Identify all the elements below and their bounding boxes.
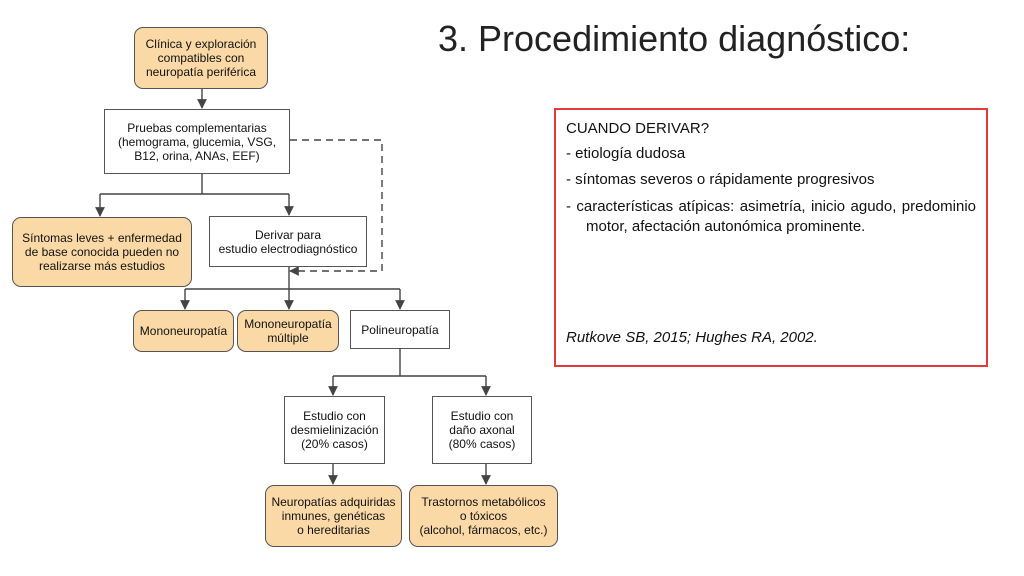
node-mononeuropatia-label: Mononeuropatía: [139, 324, 228, 338]
info-item-sintomas-severos: - síntomas severos o rápidamente progres…: [566, 171, 875, 188]
node-axonal-label: Estudio con daño axonal (80% casos): [448, 409, 516, 451]
node-adquiridas: Neuropatías adquiridas inmunes, genética…: [265, 485, 402, 547]
info-item-caracteristicas: - características atípicas: asimetría, i…: [566, 198, 976, 235]
node-pruebas: Pruebas complementarias (hemograma, gluc…: [104, 109, 290, 174]
node-polineuropatia-label: Polineuropatía: [361, 322, 439, 337]
node-trastornos: Trastornos metabólicos o tóxicos (alcoho…: [409, 485, 558, 547]
info-box-citation: Rutkove SB, 2015; Hughes RA, 2002.: [566, 329, 818, 346]
node-derivar: Derivar para estudio electrodiagnóstico: [209, 216, 367, 267]
node-sintomas-leves-label: Síntomas leves + enfermedad de base cono…: [22, 231, 182, 273]
info-box-cuando-derivar: CUANDO DERIVAR? - etiología dudosa - sín…: [554, 108, 988, 367]
node-adquiridas-label: Neuropatías adquiridas inmunes, genética…: [271, 495, 396, 537]
node-sintomas-leves: Síntomas leves + enfermedad de base cono…: [12, 217, 192, 287]
node-clinica-label: Clínica y exploración compatibles con ne…: [145, 37, 257, 79]
info-item-etiologia: - etiología dudosa: [566, 145, 686, 162]
node-clinica: Clínica y exploración compatibles con ne…: [134, 27, 268, 89]
node-polineuropatia: Polineuropatía: [350, 310, 450, 349]
dashed-connector: [289, 139, 383, 276]
node-mononeuropatia-multiple: Mononeuropatía múltiple: [237, 310, 339, 352]
node-derivar-label: Derivar para estudio electrodiagnóstico: [218, 227, 358, 256]
info-box-heading: CUANDO DERIVAR?: [566, 120, 710, 137]
node-mononeuropatia: Mononeuropatía: [133, 310, 234, 352]
node-desmielinizacion-label: Estudio con desmielinización (20% casos): [290, 409, 379, 451]
page-title: 3. Procedimiento diagnóstico:: [438, 18, 911, 59]
node-trastornos-label: Trastornos metabólicos o tóxicos (alcoho…: [419, 495, 548, 537]
node-desmielinizacion: Estudio con desmielinización (20% casos): [284, 396, 385, 464]
node-mononeuropatia-multiple-label: Mononeuropatía múltiple: [244, 317, 332, 345]
node-pruebas-label: Pruebas complementarias (hemograma, gluc…: [117, 120, 277, 163]
node-axonal: Estudio con daño axonal (80% casos): [432, 396, 532, 464]
